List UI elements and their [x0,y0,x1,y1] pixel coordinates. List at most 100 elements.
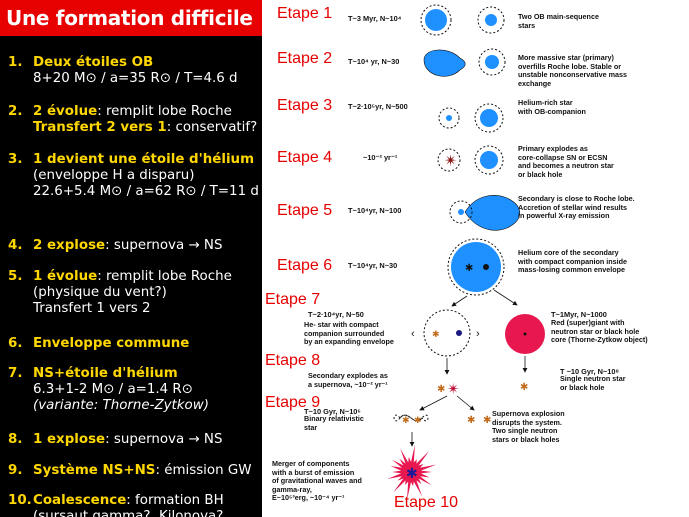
description-line: with compact companion inside [518,256,628,266]
description-line: unstable nonconservative mass [518,70,628,80]
etape-label-9: Etape 9 [265,394,321,411]
description-line: Accretion of stellar wind results [518,202,628,212]
step-rest: : remplit lobe Roche [97,104,232,119]
etape-label-4: Etape 4 [277,149,333,166]
stage5-xray-binary [449,195,521,231]
description-line: exchange [518,78,552,88]
description-line: Primary explodes as [518,144,588,153]
step-detail: Transfert 2 vers 1: conservatif? [33,120,259,136]
description-line: Merger of components [272,459,350,468]
step-variant: (variante: Thorne-Zytkow) [33,398,209,413]
step-headline: Enveloppe commune [33,336,259,352]
page-title: Une formation difficile [0,0,262,36]
etape-label-7: Etape 7 [265,291,321,308]
svg-text:✴: ✴ [444,151,457,170]
step-rest: : formation BH [126,493,224,508]
description-line: He- star with compact [304,320,379,329]
step-head: Deux étoiles OB [33,55,154,70]
svg-text:›: › [476,328,480,340]
step-head: Système NS+NS [33,463,156,478]
step-detail: 6.3+1-2 M⊙ / a=1.4 R⊙ [33,382,193,397]
description-line: Two single neutron [492,426,558,436]
stage3-helium-star [438,103,504,133]
step-detail: (enveloppe H a disparu) [33,168,195,183]
stage4-supernova: ✴ [437,145,504,175]
step-number: 4. [8,238,23,253]
description-line: stars [518,20,536,30]
description-d5: Secondary is close to Roche lobe.Accreti… [518,194,635,221]
svg-text:✱: ✱ [467,415,475,426]
stage10-merger-burst: ✱ [387,444,437,500]
stage9-disrupted-pair: ✱ ✱ [467,415,491,426]
step-head: 2 évolue [33,104,98,119]
step-detail: 8+20 M⊙ / a=35 R⊙ / T=4.6 d [33,71,238,86]
description-line: More massive star (primary) [518,53,614,62]
timing-t9: T~10 Gyr, N~10⁶ [304,407,361,416]
step-headline: 2 évolue: remplit lobe Roche [33,104,259,120]
step-number: 1. [8,55,23,70]
step-head: 1 explose [33,432,106,447]
description-line: with a burst of emission [272,467,355,477]
etape-label-1: Etape 1 [277,5,333,22]
step-head: 1 évolue [33,269,98,284]
etape-label-8: Etape 8 [265,352,321,369]
step-detail: 22.6+5.4 M⊙ / a=62 R⊙ / T=11 d [33,184,259,199]
step-headline: 1 explose: supernova → NS [33,432,259,448]
description-line: and becomes a neutron star [518,161,614,171]
description-d2: More massive star (primary)overfills Roc… [518,53,628,88]
etape-label-10: Etape 10 [394,494,459,511]
description-line: stars or black holes [492,434,560,444]
stage9-binary-relativistic: ✱ ✱ [393,414,429,425]
description-line: Supernova explosion [492,409,565,418]
description-line: with OB-companion [518,106,586,116]
description-line: companion surrounded [304,328,385,338]
step-headline: 2 explose: supernova → NS [33,238,259,254]
step-body: 1 évolue: remplit lobe Roche(physique du… [33,269,259,317]
timing-t8b: T ~10 Gyr, N~10⁸ [560,367,619,376]
stage8-second-supernova: ✱ ✴ ✱ [437,381,528,398]
step-rest: : supernova → NS [105,238,223,253]
svg-text:✱: ✱ [520,382,528,393]
description-line: core-collapse SN or ECSN [518,152,608,162]
step-rest: : remplit lobe Roche [97,269,232,284]
svg-text:✱: ✱ [483,415,491,426]
description-line: star [304,422,318,432]
step-rest: : émission GW [155,463,252,478]
description-line: gamma-ray, [272,484,312,494]
diagram-panel: ✴ ✱ ✱ ‹ › [262,0,689,517]
step-detail: (physique du vent?) [33,285,167,300]
description-line: Secondary is close to Roche lobe. [518,194,635,203]
step-detail-bold: Transfert 2 vers 1 [33,120,167,135]
step-number: 9. [8,463,23,478]
svg-text:✱: ✱ [465,263,473,274]
description-line: Binary relativistic [304,414,364,423]
etape-label-6: Etape 6 [277,257,333,274]
timing-t3: T~2·10⁵yr, N~500 [348,102,408,111]
step-number: 6. [8,336,23,351]
step-head: Enveloppe commune [33,336,190,351]
svg-text:✱: ✱ [402,415,410,425]
description-line: or black hole [560,382,605,392]
stage1-secondary-star [477,6,505,34]
step-headline: Deux étoiles OB [33,55,259,71]
description-line: Helium core of the secondary [518,248,619,257]
step-head: 2 explose [33,238,106,253]
left-panel: Une formation difficile 1. Deux étoiles O… [0,0,262,517]
description-line: Two OB main-sequence [518,12,599,21]
step-number: 10. [8,493,32,508]
description-line: E~10⁵³erg, ~10⁻⁴ yr⁻¹ [272,493,345,503]
description-line: or black hole [518,169,563,179]
svg-text:‹: ‹ [411,328,415,340]
timing-t4: ~10⁻² yr⁻¹ [363,153,398,162]
step-number: 2. [8,104,23,119]
step-number: 3. [8,152,23,167]
